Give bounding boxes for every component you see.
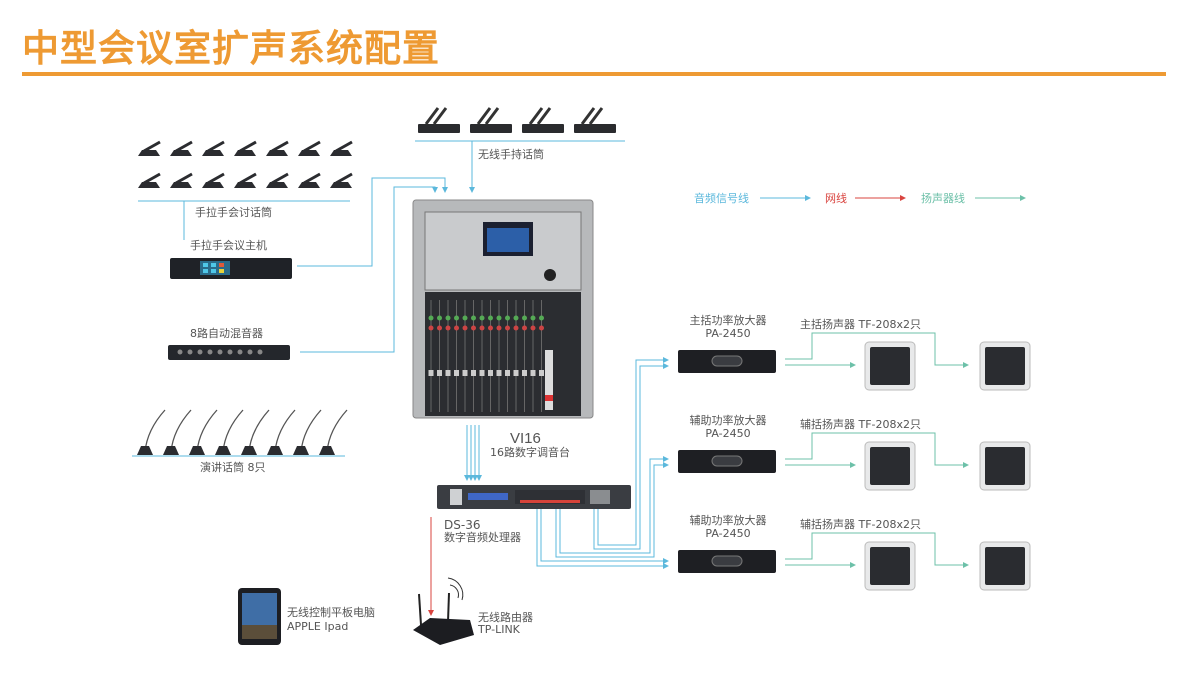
router-label: 无线路由器 [478,610,533,624]
power-amplifier-device [678,550,776,573]
title-divider [22,72,1166,76]
speaker-lines [785,432,969,468]
amplifier-label: 辅助功率放大器 [690,413,767,427]
processor-label: 数字音频处理器 [444,530,521,544]
wireless-mic-receiver [418,107,460,133]
legend-audio-label: 音频信号线 [694,191,749,205]
conference-mic-group [138,140,353,188]
ipad-tablet-device [238,588,281,645]
router-model: TP-LINK [477,623,521,636]
speaker-tf208 [979,541,1031,591]
conference-mic [202,140,225,156]
amplifier-label: 辅助功率放大器 [690,513,767,527]
conference-mic-label: 手拉手会讨话筒 [195,205,272,219]
wireless-mic-receiver [522,107,564,133]
amplifier-model: PA-2450 [705,327,750,340]
lectern-mic-label: 演讲话筒 8只 [200,460,266,474]
lectern-mic [215,409,244,455]
lectern-mic [189,409,218,455]
speaker-group-label: 主括扬声器 TF-208x2只 [800,317,921,331]
lectern-mic [319,409,348,455]
speaker-tf208 [864,441,916,491]
wireless-mic-receiver [574,107,616,133]
conference-mic [266,172,289,188]
conference-host-label: 手拉手会议主机 [190,238,267,252]
legend: 音频信号线 网线 扬声器线 [694,191,1026,205]
page-title: 中型会议室扩声系统配置 [22,27,440,70]
speaker-lines [785,332,969,368]
conference-host-device [170,258,292,279]
conference-mic [266,140,289,156]
conference-mic [170,172,193,188]
legend-network-label: 网线 [825,191,847,205]
mixer-label: 16路数字调音台 [490,445,570,459]
legend-speaker-label: 扬声器线 [921,191,965,205]
amplifier-model: PA-2450 [705,427,750,440]
power-amplifier-device [678,450,776,473]
lectern-mic-group [137,409,348,455]
conference-mic [234,140,257,156]
speaker-group-label: 辅括扬声器 TF-208x2只 [800,517,921,531]
conference-mic [202,172,225,188]
conference-mic [234,172,257,188]
conference-mic [138,140,161,156]
speaker-tf208 [864,341,916,391]
speaker-tf208 [864,541,916,591]
lectern-mic [293,409,322,455]
speaker-group-label: 辅括扬声器 TF-208x2只 [800,417,921,431]
amplifier-model: PA-2450 [705,527,750,540]
conference-mic [330,140,353,156]
speaker-tf208 [979,341,1031,391]
wireless-mic-group [418,107,616,133]
processor-model: DS-36 [444,518,480,532]
wireless-mic-receiver [470,107,512,133]
tablet-model: APPLE Ipad [287,620,348,633]
auto-mixer-device [168,345,290,360]
lectern-mic [163,409,192,455]
speaker-lines [785,532,969,568]
lectern-mic [267,409,296,455]
router-device [413,577,474,645]
conference-mic [138,172,161,188]
amplifier-label: 主括功率放大器 [690,313,767,327]
conference-mic [170,140,193,156]
power-amplifier-device [678,350,776,373]
conference-mic [298,140,321,156]
audio-signal-lines [132,140,669,569]
lectern-mic [137,409,166,455]
conference-mic [298,172,321,188]
lectern-mic [241,409,270,455]
wifi-signal-icon [449,584,459,599]
auto-mixer-label: 8路自动混音器 [190,326,263,340]
speaker-tf208 [979,441,1031,491]
ds36-processor-device [437,485,631,509]
mixer-model: VI16 [510,430,541,447]
vi16-mixer-device [412,199,594,419]
tablet-label: 无线控制平板电脑 [287,605,375,619]
wireless-mic-label: 无线手持话筒 [478,147,544,161]
conference-mic [330,172,353,188]
